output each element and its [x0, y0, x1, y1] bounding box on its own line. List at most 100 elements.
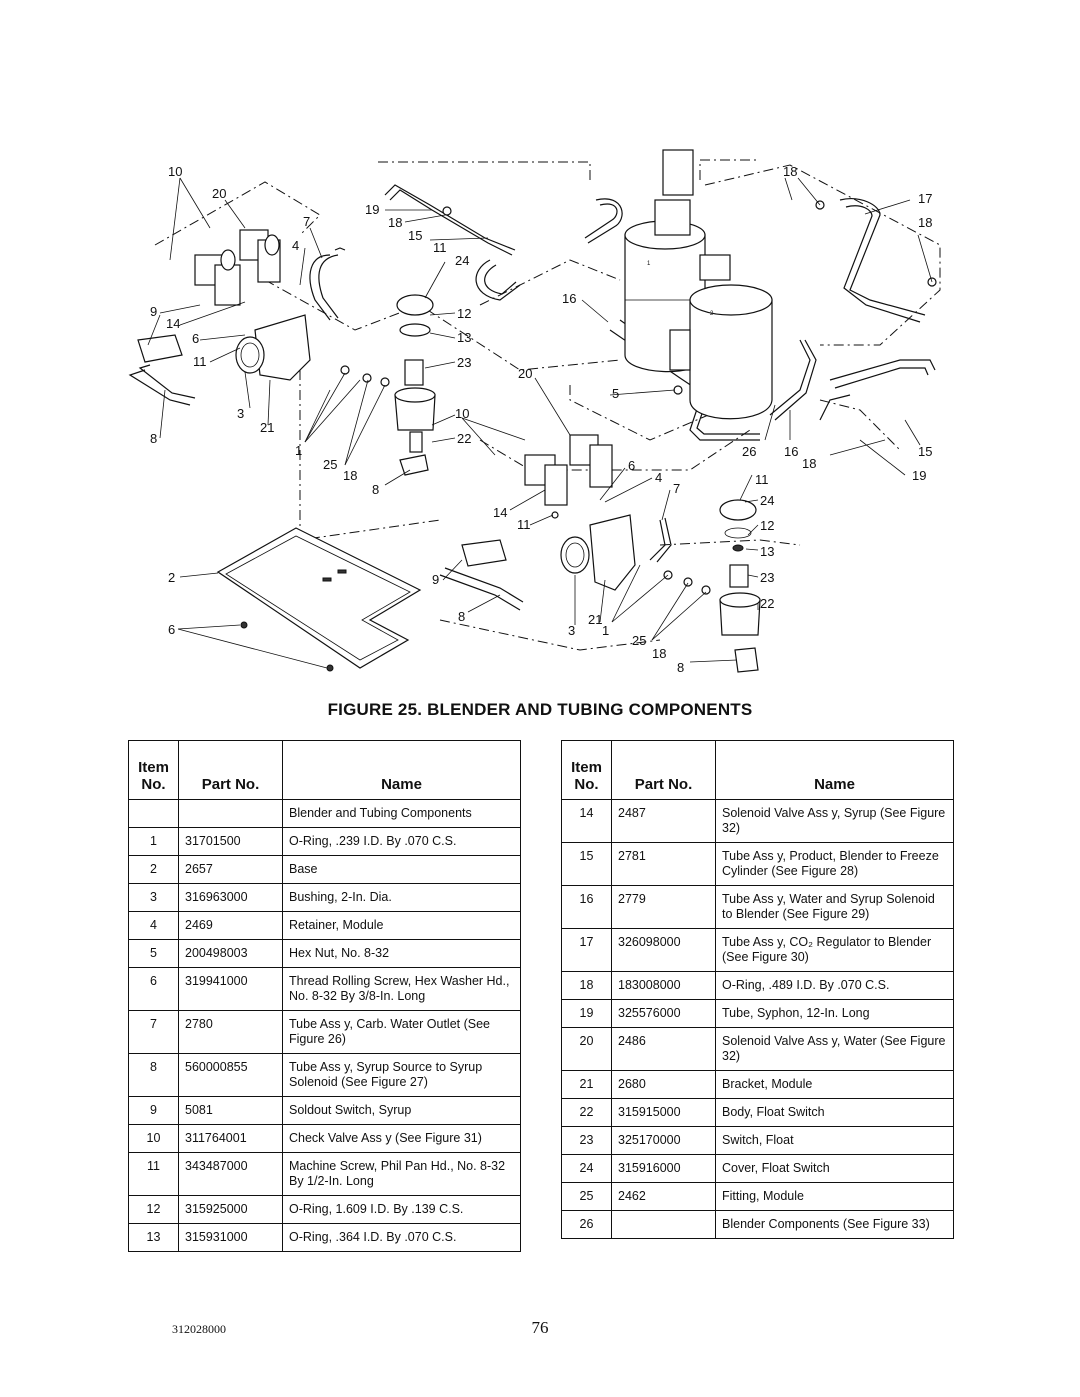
- part-name: Tube Ass y, Water and Syrup Solenoid to …: [715, 885, 954, 929]
- item-number: 17: [561, 928, 612, 972]
- part-name: O-Ring, .239 I.D. By .070 C.S.: [282, 827, 521, 856]
- part-name: Tube Ass y, Carb. Water Outlet (See Figu…: [282, 1010, 521, 1054]
- callout-14b: 14: [493, 505, 507, 520]
- part-number: 560000855: [178, 1053, 283, 1097]
- callout-18: 18: [388, 215, 402, 230]
- part-number: 2780: [178, 1010, 283, 1054]
- part-number: 326098000: [611, 928, 716, 972]
- part-name: O-Ring, .364 I.D. By .070 C.S.: [282, 1223, 521, 1252]
- part-number: 315931000: [178, 1223, 283, 1252]
- part-name: Thread Rolling Screw, Hex Washer Hd., No…: [282, 967, 521, 1011]
- callout-16b: 16: [784, 444, 798, 459]
- item-number: 12: [128, 1195, 179, 1224]
- callout-23: 23: [457, 355, 471, 370]
- item-number: 19: [561, 999, 612, 1028]
- part-name: Blender and Tubing Components: [282, 799, 521, 828]
- callout-9: 9: [150, 304, 157, 319]
- part-name: Solenoid Valve Ass y, Syrup (See Figure …: [715, 799, 954, 843]
- item-number: 13: [128, 1223, 179, 1252]
- part-name: Blender Components (See Figure 33): [715, 1210, 954, 1239]
- callout-12: 12: [457, 306, 471, 321]
- part-name: Retainer, Module: [282, 911, 521, 940]
- callout-10: 10: [168, 164, 182, 179]
- part-number: 31701500: [178, 827, 283, 856]
- callout-10b: 10: [455, 406, 469, 421]
- part-name: Tube Ass y, Syrup Source to Syrup Soleno…: [282, 1053, 521, 1097]
- cylinder-mark-1: 1: [647, 261, 651, 267]
- callout-11: 11: [433, 240, 447, 255]
- part-name: Base: [282, 855, 521, 884]
- callout-22b: 22: [760, 596, 774, 611]
- part-name: Tube Ass y, CO₂ Regulator to Blender (Se…: [715, 928, 954, 972]
- callout-20: 20: [212, 186, 226, 201]
- callout-11d: 11: [517, 517, 531, 532]
- table-row: 26 Blender Components (See Figure 33): [561, 1210, 954, 1239]
- part-name: Cover, Float Switch: [715, 1154, 954, 1183]
- callout-24: 24: [455, 253, 469, 268]
- callout-22: 22: [457, 431, 471, 446]
- callout-3: 3: [237, 406, 244, 421]
- part-number: 2781: [611, 842, 716, 886]
- cylinder-mark-2: 2: [710, 311, 714, 317]
- part-number: 325576000: [611, 999, 716, 1028]
- part-number: 2657: [178, 855, 283, 884]
- part-number: 2680: [611, 1070, 716, 1099]
- callout-20b: 20: [518, 366, 532, 381]
- item-number: 1: [128, 827, 179, 856]
- callout-6b: 6: [628, 458, 635, 473]
- part-number: 315916000: [611, 1154, 716, 1183]
- callout-18d: 18: [918, 215, 932, 230]
- callout-18c: 18: [783, 164, 797, 179]
- part-number: 5081: [178, 1096, 283, 1125]
- item-number: 21: [561, 1070, 612, 1099]
- part-number: 2779: [611, 885, 716, 929]
- part-number: 343487000: [178, 1152, 283, 1196]
- table-row: Blender and Tubing Components: [128, 799, 521, 828]
- item-number: 15: [561, 842, 612, 886]
- part-number: 315915000: [611, 1098, 716, 1127]
- item-number: 3: [128, 883, 179, 912]
- part-name: Tube, Syphon, 12-In. Long: [715, 999, 954, 1028]
- callout-23b: 23: [760, 570, 774, 585]
- part-name: Hex Nut, No. 8-32: [282, 939, 521, 968]
- part-name: O-Ring, .489 I.D. By .070 C.S.: [715, 971, 954, 1000]
- part-name: Check Valve Ass y (See Figure 31): [282, 1124, 521, 1153]
- part-number: 316963000: [178, 883, 283, 912]
- item-number: 25: [561, 1182, 612, 1211]
- item-number: 9: [128, 1096, 179, 1125]
- item-number: 26: [561, 1210, 612, 1239]
- callout-4: 4: [292, 238, 299, 253]
- callout-25b: 25: [632, 633, 646, 648]
- callout-7: 7: [303, 214, 310, 229]
- part-name: Machine Screw, Phil Pan Hd., No. 8-32 By…: [282, 1152, 521, 1196]
- callout-6c: 6: [168, 622, 175, 637]
- callout-24b: 24: [760, 493, 774, 508]
- item-number: 20: [561, 1027, 612, 1071]
- callout-1b: 1: [602, 623, 609, 638]
- callout-21b: 21: [588, 612, 602, 627]
- part-number: 311764001: [178, 1124, 283, 1153]
- page-number: 76: [531, 1318, 549, 1337]
- document-number: 312028000: [172, 1322, 226, 1336]
- part-number: [178, 799, 283, 828]
- part-name: Soldout Switch, Syrup: [282, 1096, 521, 1125]
- callout-5: 5: [612, 386, 619, 401]
